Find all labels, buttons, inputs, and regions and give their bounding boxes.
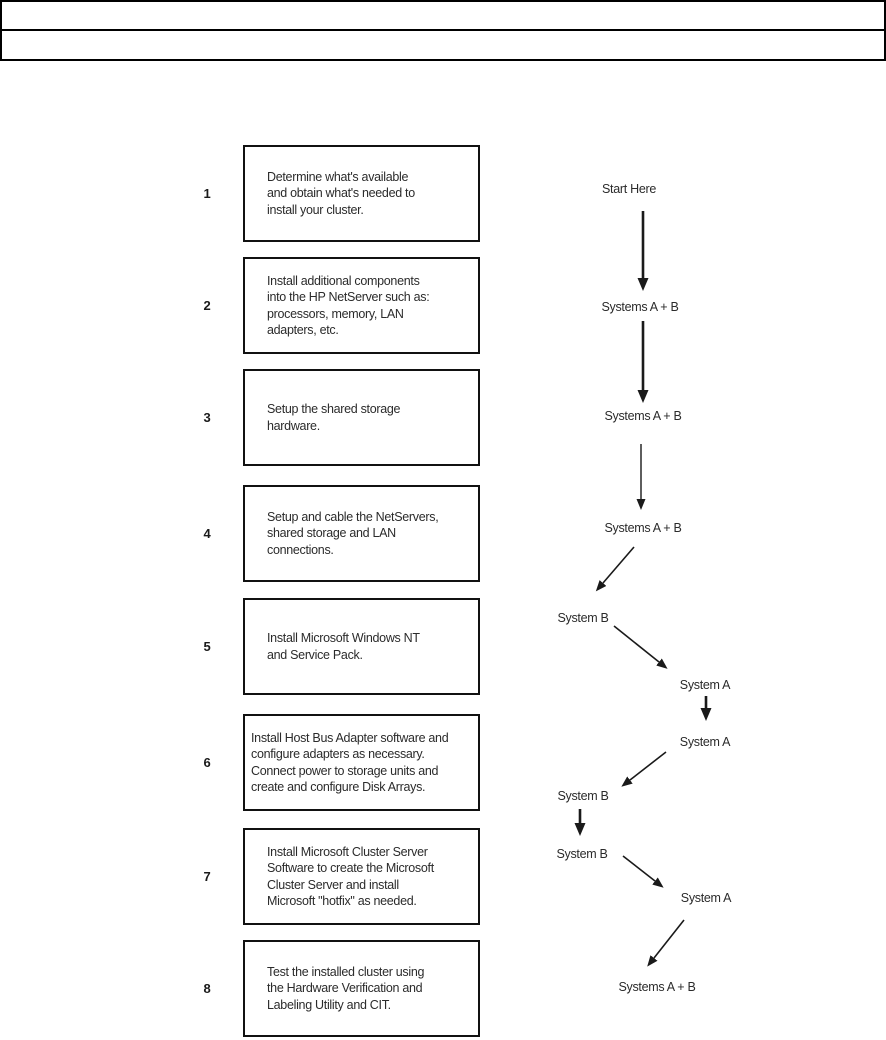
- step-text-8: Test the installed cluster using the Har…: [267, 964, 425, 1012]
- arrow-diag-right-1: [613, 625, 668, 669]
- step-text-3: Setup the shared storage hardware.: [267, 402, 401, 433]
- step-box-1: Determine what's available and obtain wh…: [243, 145, 480, 242]
- flow-label-system-b-2: System B: [557, 789, 609, 803]
- step-number-2: 2: [203, 298, 211, 313]
- step-box-8: Test the installed cluster using the Har…: [243, 940, 480, 1037]
- step-text-2: Install additional components into the H…: [267, 273, 430, 338]
- flow-label-systems-ab-3: Systems A + B: [604, 521, 682, 535]
- step-number-1: 1: [203, 186, 211, 201]
- step-box-6: Install Host Bus Adapter software and co…: [243, 714, 480, 811]
- step-number-4: 4: [203, 526, 211, 541]
- step-number-8: 8: [203, 981, 211, 996]
- step-text-4: Setup and cable the NetServers, shared s…: [267, 509, 439, 557]
- arrow-diag-right-2: [622, 855, 664, 888]
- flow-label-system-a-2: System A: [679, 735, 731, 749]
- arrow-diag-left-1: [595, 546, 635, 592]
- page-header-table: [0, 0, 886, 61]
- flow-label-start-here: Start Here: [602, 182, 656, 196]
- flow-label-systems-ab-final: Systems A + B: [618, 980, 696, 994]
- step-box-2: Install additional components into the H…: [243, 257, 480, 354]
- step-number-3: 3: [203, 410, 211, 425]
- step-box-5: Install Microsoft Windows NT and Service…: [243, 598, 480, 695]
- flow-label-systems-ab-1: Systems A + B: [601, 300, 679, 314]
- arrow-diag-left-2: [621, 751, 667, 787]
- step-number-7: 7: [203, 869, 211, 884]
- arrow-diag-left-3: [647, 919, 685, 967]
- header-row-bottom: [2, 31, 884, 59]
- header-row-top: [2, 2, 884, 31]
- step-box-7: Install Microsoft Cluster Server Softwar…: [243, 828, 480, 925]
- step-text-6: Install Host Bus Adapter software and co…: [251, 730, 449, 795]
- flow-label-system-a-1: System A: [679, 678, 731, 692]
- step-box-4: Setup and cable the NetServers, shared s…: [243, 485, 480, 582]
- flow-label-system-b-3: System B: [556, 847, 608, 861]
- step-number-6: 6: [203, 755, 211, 770]
- step-number-5: 5: [203, 639, 211, 654]
- flow-label-system-a-3: System A: [680, 891, 732, 905]
- flow-label-systems-ab-2: Systems A + B: [604, 409, 682, 423]
- step-text-1: Determine what's available and obtain wh…: [267, 169, 415, 217]
- step-box-3: Setup the shared storage hardware.: [243, 369, 480, 466]
- step-text-7: Install Microsoft Cluster Server Softwar…: [267, 844, 434, 909]
- step-text-5: Install Microsoft Windows NT and Service…: [267, 631, 420, 662]
- flow-label-system-b-1: System B: [557, 611, 609, 625]
